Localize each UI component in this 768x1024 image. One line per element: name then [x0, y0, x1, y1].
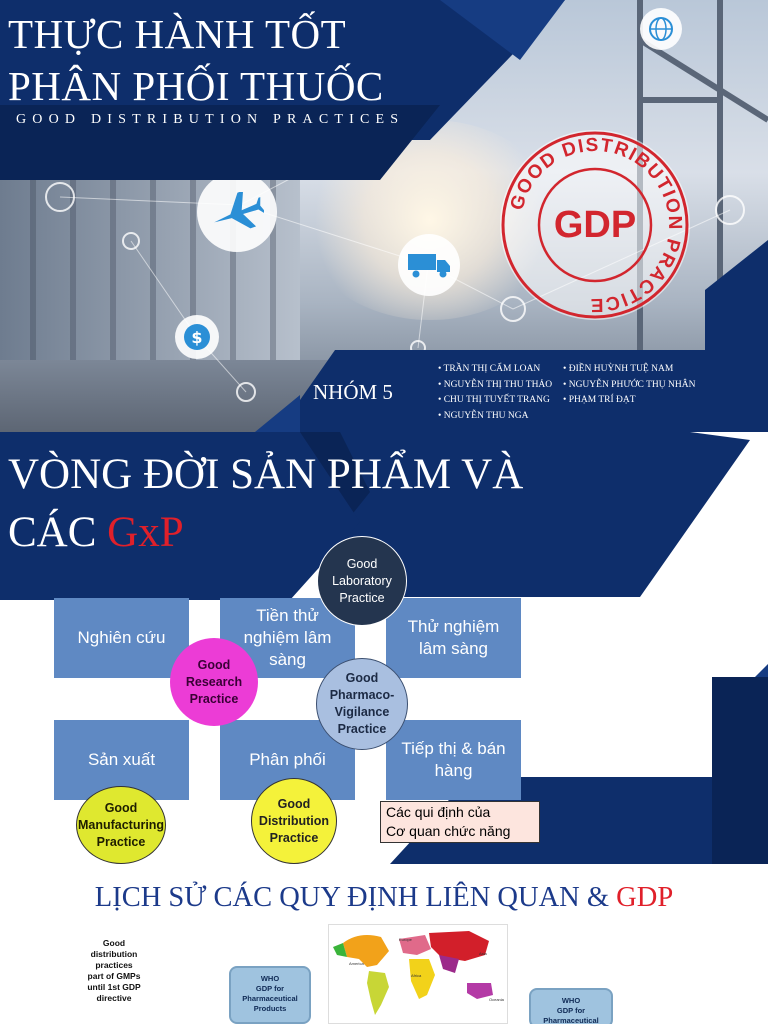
member-name: ĐIỀN HUỲNH TUỆ NAM	[563, 362, 695, 378]
network-node	[236, 382, 256, 402]
lifecycle-title: VÒNG ĐỜI SẢN PHẨM VÀ CÁC GxP	[8, 446, 523, 562]
history-title-highlight: GDP	[616, 882, 674, 913]
practice-gdp: Good Distribution Practice	[251, 778, 337, 864]
history-line: Good	[102, 938, 126, 948]
who-line: GDP for	[255, 984, 285, 993]
member-name: NGUYỄN PHƯỚC THỤ NHÂN	[563, 378, 696, 394]
history-note: Good distribution practices part of GMPs…	[64, 938, 164, 1004]
history-line: practices	[95, 960, 133, 970]
map-label: Asia	[479, 951, 487, 956]
cover-title-line2: PHÂN PHỐI THUỐC	[8, 63, 384, 109]
corner-arrow-shape	[705, 240, 768, 360]
airplane-bubble	[197, 172, 277, 252]
lifecycle-background-shapes	[0, 432, 768, 864]
map-label: Africa	[411, 973, 422, 978]
cover-subtitle: GOOD DISTRIBUTION PRACTICES	[16, 112, 405, 127]
gdp-stamp-icon: GOOD DISTRIBUTION PRACTICE GDP	[500, 130, 690, 320]
who-line: Pharmaceutical	[543, 1016, 599, 1024]
network-node	[715, 195, 745, 225]
history-line: distribution	[90, 949, 138, 959]
history-title: LỊCH SỬ CÁC QUY ĐỊNH LIÊN QUAN & GDP	[0, 882, 768, 914]
stage-marketing: Tiếp thị & bán hàng	[386, 720, 521, 800]
lifecycle-title-line2: CÁC GxP	[8, 504, 523, 562]
practice-gpvp: Good Pharmaco-Vigilance Practice	[316, 658, 408, 750]
practice-gmp: Good Manufacturing Practice	[76, 786, 166, 864]
who-line: WHO	[260, 974, 280, 983]
map-label: Europe	[399, 937, 412, 942]
regulators-line1: Các qui định của	[386, 804, 491, 820]
truck-bubble	[398, 234, 460, 296]
who-gdp-box-2: WHO GDP for Pharmaceutical	[529, 988, 613, 1024]
network-node	[500, 296, 526, 322]
map-label: Oceania	[489, 997, 504, 1002]
map-label: America	[349, 961, 364, 966]
members-col2: ĐIỀN HUỲNH TUỆ NAM NGUYỄN PHƯỚC THỤ NHÂN…	[563, 362, 696, 409]
members-col1: TRẦN THỊ CẨM LOAN NGUYỄN THỊ THU THẢO CH…	[438, 362, 553, 425]
dollar-bubble: $	[175, 315, 219, 359]
who-line: Pharmaceutical	[242, 994, 298, 1003]
practice-grp: Good Research Practice	[170, 638, 258, 726]
member-name: PHẠM TRÍ ĐẠT	[563, 393, 695, 409]
airplane-icon	[214, 192, 264, 229]
truck-icon	[408, 254, 450, 278]
cover-title: THỰC HÀNH TỐT PHÂN PHỐI THUỐC	[8, 8, 384, 112]
member-name: TRẦN THỊ CẨM LOAN	[438, 362, 552, 378]
who-line: WHO	[561, 996, 581, 1005]
globe-bubble	[640, 8, 682, 50]
history-line: until 1st GDP	[87, 982, 141, 992]
title-panel-shape	[0, 0, 565, 180]
dollar-icon: $	[184, 324, 210, 350]
regulators-line2: Cơ quan chức năng	[386, 823, 511, 839]
cover-title-line1: THỰC HÀNH TỐT	[8, 11, 347, 57]
who-gdp-box-1: WHO GDP for Pharmaceutical Products	[229, 966, 311, 1024]
title-highlight: GxP	[107, 509, 184, 556]
stage-clinical: Thử nghiệm lâm sàng	[386, 598, 521, 678]
member-name: NGUYỄN THU NGA	[438, 409, 552, 425]
stage-research: Nghiên cứu	[54, 598, 189, 678]
world-map-icon	[333, 931, 493, 1015]
regulators-note: Các qui định của Cơ quan chức năng	[380, 801, 540, 843]
history-line: directive	[96, 993, 132, 1003]
practice-glp: Good Laboratory Practice	[317, 536, 407, 626]
cover-slide: $ THỰC HÀNH TỐT PHÂN PHỐI THUỐC GOOD DIS…	[0, 0, 768, 432]
lifecycle-slide: VÒNG ĐỜI SẢN PHẨM VÀ CÁC GxP Nghiên cứu …	[0, 432, 768, 864]
history-title-prefix: LỊCH SỬ CÁC QUY ĐỊNH LIÊN QUAN &	[94, 882, 617, 913]
svg-text:GDP: GDP	[554, 204, 636, 246]
history-line: part of GMPs	[87, 971, 141, 981]
history-slide: LỊCH SỬ CÁC QUY ĐỊNH LIÊN QUAN & GDP Goo…	[0, 864, 768, 1024]
title-prefix: CÁC	[8, 509, 108, 556]
who-line: GDP for	[556, 1006, 586, 1015]
lifecycle-title-line1: VÒNG ĐỜI SẢN PHẨM VÀ	[8, 451, 524, 498]
world-map: Europe Asia America Africa Oceania	[328, 924, 508, 1024]
who-line: Products	[253, 1004, 287, 1013]
network-node	[45, 182, 75, 212]
network-node	[122, 232, 140, 250]
member-name: NGUYỄN THỊ THU THẢO	[438, 378, 552, 394]
globe-icon	[649, 17, 673, 41]
group-label: NHÓM 5	[313, 380, 393, 404]
member-name: CHU THỊ TUYẾT TRANG	[438, 393, 552, 409]
svg-text:$: $	[191, 328, 202, 347]
